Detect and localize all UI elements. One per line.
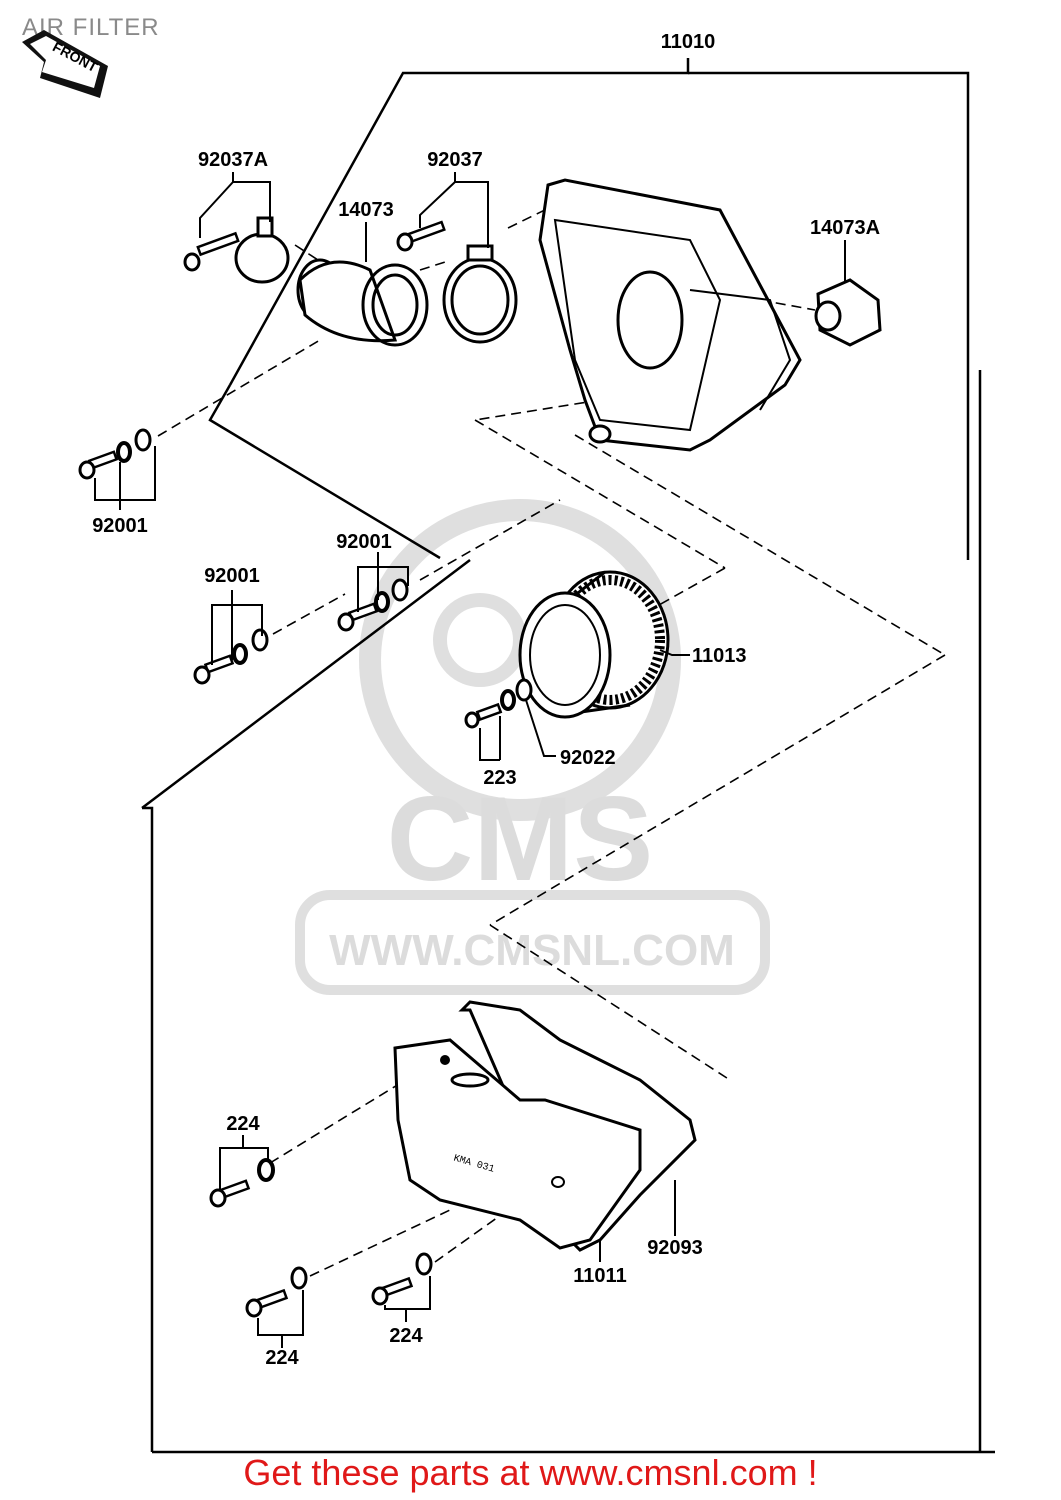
- screw-92037-icon: [396, 220, 446, 252]
- label-screw-cover-bottom-right: 224: [389, 1325, 423, 1347]
- washer-92022-icon: [500, 678, 533, 711]
- watermark: CMS WWW.CMSNL.COM: [295, 499, 770, 995]
- label-bolt-mid-right: 92001: [336, 531, 392, 553]
- bolt-set-92001-left-icon: [78, 428, 152, 480]
- promo-link[interactable]: Get these parts at www.cmsnl.com !: [243, 1452, 818, 1493]
- cover-11011-icon: KMA 031: [393, 1038, 642, 1250]
- leader-lines: [157, 204, 946, 1277]
- label-assembly: 11010: [661, 31, 716, 53]
- screw-92037a-icon: [183, 231, 240, 272]
- label-screw-cover-bottom-left: 224: [265, 1347, 299, 1369]
- watermark-mascot-icon: [359, 499, 681, 821]
- watermark-brand: CMS: [387, 772, 654, 906]
- screw-224-bottom-left-icon: [245, 1266, 308, 1318]
- filter-element-11013-icon: [518, 570, 670, 719]
- label-screw-cover-top: 224: [226, 1113, 260, 1135]
- screw-223-icon: [464, 702, 503, 729]
- label-bolt-mid-left: 92001: [204, 565, 260, 587]
- label-brackets: [94, 172, 846, 1348]
- duct-14073-icon: [296, 258, 429, 347]
- assembly-outline: [141, 58, 995, 1454]
- label-screw: 223: [483, 767, 516, 789]
- watermark-url: WWW.CMSNL.COM: [329, 926, 735, 975]
- label-washer: 92022: [560, 747, 616, 769]
- label-duct-a: 14073A: [810, 217, 880, 239]
- bolt-set-92001-mid-right-icon: [337, 578, 409, 632]
- label-clamp: 92037: [427, 149, 483, 171]
- duct-14073a-icon: [814, 278, 882, 347]
- label-gasket: 92093: [647, 1237, 703, 1259]
- label-duct: 14073: [338, 199, 394, 221]
- clamp-92037-icon: [442, 244, 518, 344]
- label-bolt-left: 92001: [92, 515, 148, 537]
- label-clamp-a: 92037A: [198, 149, 268, 171]
- label-element: 11013: [692, 645, 747, 667]
- part-labels: 11010 92037A 92037 14073 14073A 92001 92…: [92, 31, 880, 1369]
- screw-224-top-icon: [209, 1158, 275, 1208]
- front-arrow-icon: FRONT: [22, 30, 108, 98]
- screw-224-bottom-right-icon: [371, 1252, 433, 1306]
- clamp-92037a-icon: [234, 216, 290, 284]
- air-box-housing-icon: [538, 178, 802, 452]
- label-cover: 11011: [573, 1265, 626, 1287]
